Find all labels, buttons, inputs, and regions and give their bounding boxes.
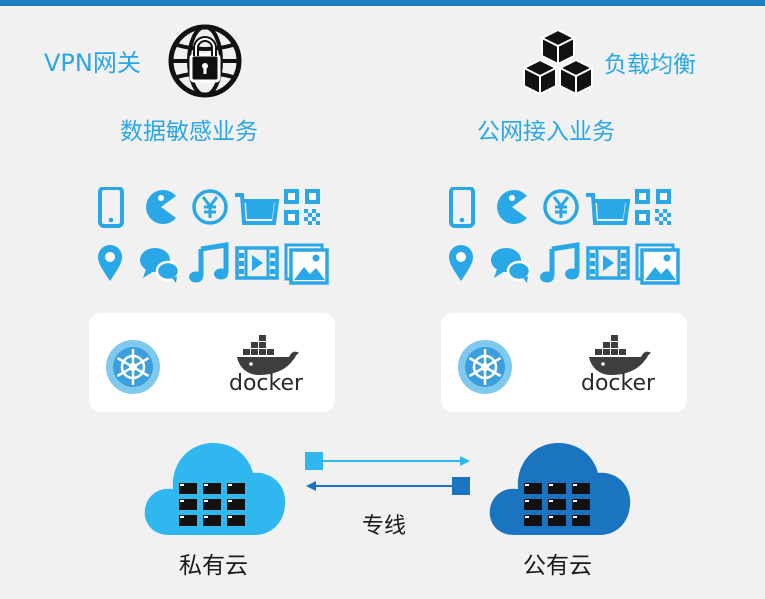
docker-logo: docker [229,335,303,395]
cart-icon [584,193,630,225]
public-access-title: 公网接入业务 [477,119,615,145]
yuan-icon [192,189,228,225]
qrcode-icon [284,189,320,225]
pacman-icon [497,190,527,224]
docker-whale-icon [589,335,651,375]
dedicated-line-arrows [305,452,470,495]
kubernetes-icon [105,339,161,395]
location-pin-icon [449,245,473,281]
public-cloud-icon [489,443,631,535]
docker-logo: docker [581,335,655,395]
location-pin-icon [98,245,122,281]
dedicated-line-label: 专线 [362,514,407,539]
cart-icon [233,193,279,225]
image-icon [635,243,680,285]
private-cloud-label: 私有云 [179,553,248,579]
docker-label: docker [581,371,656,396]
chat-icon [138,246,181,285]
kubernetes-icon [457,339,513,395]
private-end-square [305,452,323,470]
left-platform-card: docker [89,313,335,412]
vpn-globe-lock-icon [168,24,242,98]
phone-icon [449,186,475,228]
music-icon [540,245,579,283]
public-cloud-label: 公有云 [523,553,592,579]
chat-icon [489,246,532,285]
docker-label: docker [229,371,304,396]
phone-icon [98,186,124,228]
video-icon [235,246,279,280]
vpn-gateway-label: VPN网关 [44,49,141,77]
public-end-square [452,477,470,495]
right-platform-card: docker [441,313,687,412]
left-app-icons [92,186,332,291]
qrcode-icon [635,189,671,225]
yuan-icon [543,189,579,225]
pacman-icon [146,190,176,224]
right-app-icons [443,186,683,291]
load-balancer-cubes-icon [523,28,593,96]
music-icon [189,245,228,283]
load-balancer-label: 负载均衡 [604,52,696,78]
image-icon [284,243,329,285]
top-bar [0,0,765,6]
docker-whale-icon [237,335,299,375]
data-sensitive-title: 数据敏感业务 [120,119,258,145]
private-cloud-icon [144,443,286,535]
video-icon [586,246,630,280]
